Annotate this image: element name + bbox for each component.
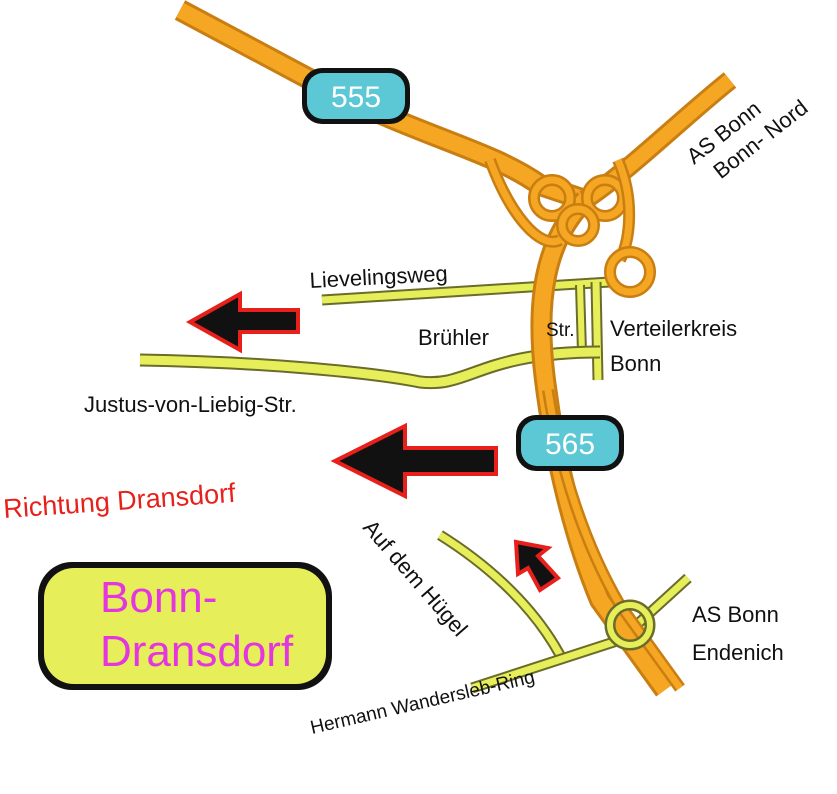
street-lievelingsweg [321, 276, 611, 306]
street-label-auf-dem-huegel: Auf dem Hügel [358, 515, 472, 641]
street-label-bruehler: Brühler [418, 325, 489, 350]
street-label-str: Str. [546, 320, 575, 341]
street-label-verteilerkreis: Verteilerkreis [610, 316, 737, 341]
shield-565: 565 [516, 415, 624, 471]
street-label-verteilerkreis-bonn: Bonn [610, 351, 661, 376]
junction-label-bonn-nord: AS Bonn Bonn- Nord [682, 95, 813, 184]
street-label-justus-von-liebig: Justus-von-Liebig-Str. [84, 392, 297, 417]
arrow-up-left-icon [513, 539, 562, 593]
arrow-left-icon [185, 290, 300, 354]
interchange-bonn-nord [484, 157, 656, 298]
shield-565-label: 565 [545, 428, 595, 461]
motorway-branch-bonn-nord [579, 72, 737, 209]
street-network [139, 276, 692, 694]
destination-line1: Bonn- [100, 573, 217, 622]
street-auf-dem-huegel [437, 530, 565, 658]
destination-box: Bonn- Dransdorf [38, 562, 332, 690]
street-label-hermann-wandersleb-ring: Hermann Wandersleb-Ring [308, 667, 536, 739]
shield-555: 555 [302, 68, 410, 124]
street-verteilerkreis-connector [590, 281, 604, 381]
junction-label-endenich-line2: Endenich [692, 640, 784, 665]
interchange-endenich [604, 599, 656, 651]
direction-label: Richtung Dransdorf [2, 478, 237, 524]
arrow-left-icon [330, 422, 498, 500]
street-justus-von-liebig [139, 345, 601, 390]
junction-label-endenich-line1: AS Bonn [692, 602, 779, 627]
shield-555-label: 555 [331, 81, 381, 114]
destination-line2: Dransdorf [100, 627, 294, 676]
street-bruehler-vertical [575, 284, 587, 353]
